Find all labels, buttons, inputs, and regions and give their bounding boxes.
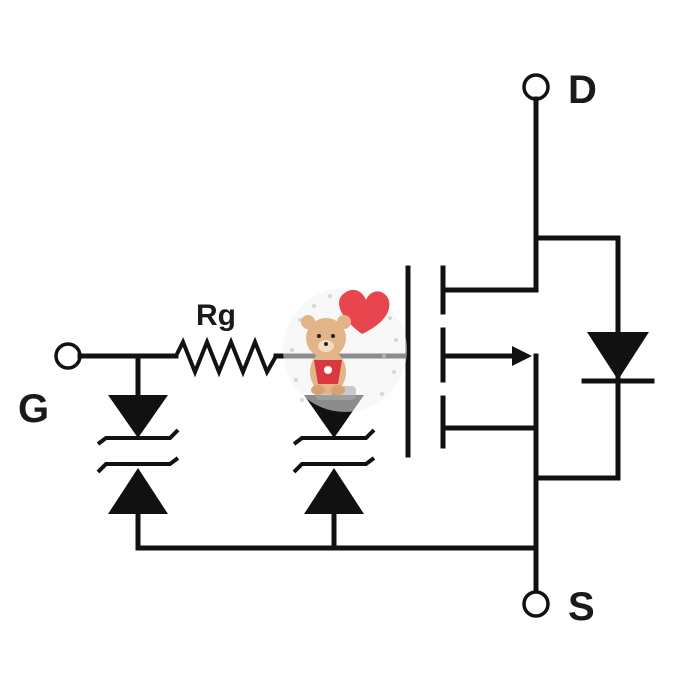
- left-zener-lower-icon: [108, 468, 168, 514]
- gate-terminal: [54, 342, 82, 370]
- body-diode-icon: [587, 332, 649, 380]
- teddy-bear-sticker: [283, 288, 407, 412]
- gate-resistor-label: Rg: [196, 299, 236, 332]
- heart-icon: [339, 289, 390, 334]
- right-zener-lower-bar: [292, 456, 376, 474]
- gate-resistor: [174, 336, 278, 378]
- drain-label: D: [568, 68, 597, 112]
- left-zener-lower-bar: [96, 456, 180, 474]
- left-zener-upper-bar: [96, 428, 180, 446]
- right-zener-upper-bar: [292, 428, 376, 446]
- body-arrow-icon: [512, 346, 532, 366]
- left-zener-upper-icon: [108, 395, 168, 438]
- source-terminal: [522, 590, 550, 618]
- source-label: S: [568, 585, 595, 629]
- drain-terminal: [522, 73, 550, 101]
- right-zener-lower-icon: [304, 468, 364, 514]
- gate-label: G: [18, 387, 49, 431]
